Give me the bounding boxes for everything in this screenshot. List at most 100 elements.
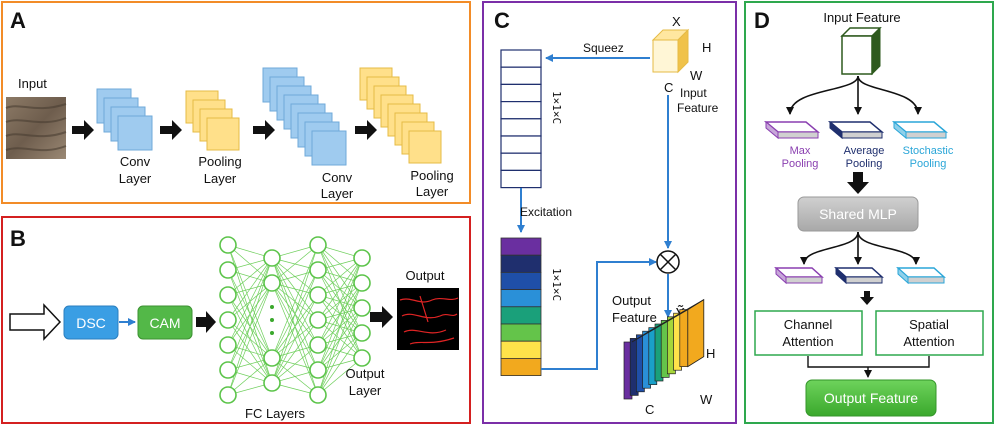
neuron	[309, 286, 327, 304]
excitation-to-multiply-line	[541, 258, 657, 370]
fc-edge	[227, 257, 273, 371]
excitation-cell	[500, 254, 542, 273]
excitation-cell	[500, 357, 542, 376]
dims-label-2: 1×1×C	[550, 268, 563, 301]
conv-layer-1-label-line2: Layer	[119, 171, 152, 186]
squeeze-cell	[500, 169, 542, 189]
shared-mlp-label: Shared MLP	[819, 206, 897, 222]
channel-attention-box: Channel Attention	[754, 310, 863, 356]
cam-label: CAM	[149, 315, 180, 331]
squeeze-cell	[500, 100, 542, 120]
panel-c-letter: C	[494, 8, 510, 33]
squeeze-cell	[500, 152, 542, 171]
average-pooling-slab	[827, 120, 885, 140]
squeeze-vector	[500, 49, 542, 189]
fc-edge	[227, 257, 273, 296]
fc-edge	[317, 357, 363, 396]
out-w-label: W	[700, 392, 713, 407]
excitation-label: Excitation	[520, 205, 572, 219]
branch-arrow-stochastic	[857, 75, 922, 115]
output-feature-label: Output Feature	[824, 390, 918, 406]
c-label: C	[664, 80, 673, 95]
max-pooling-label-line1: Max	[790, 145, 811, 157]
excitation-cell	[500, 237, 542, 256]
output-layer-label-line1: Output	[345, 366, 384, 381]
max-pooling-slab	[763, 120, 821, 140]
fc-edge	[227, 257, 273, 346]
panel-a-letter: A	[10, 8, 26, 33]
pooling-layer-2-label-line1: Pooling	[410, 168, 453, 183]
fc-edge	[271, 269, 319, 384]
stochastic-pooling-label-line2: Pooling	[910, 158, 947, 170]
neuron	[309, 336, 327, 354]
output-feature-box: Output Feature	[805, 379, 937, 417]
stochastic-pooling-slab	[891, 120, 949, 140]
output-cube-top	[631, 299, 705, 343]
squeeze-cell	[500, 135, 542, 154]
fc-edge	[317, 257, 363, 296]
excitation-cell	[500, 289, 542, 308]
fc-edge	[227, 357, 273, 396]
channel-attention-label-line1: Channel	[784, 317, 833, 332]
arrow-a4	[355, 120, 377, 140]
channel-attention-label-line2: Attention	[782, 334, 833, 349]
neuron	[263, 374, 281, 392]
output-layer-label-line2: Layer	[349, 383, 382, 398]
fc-edge	[227, 257, 273, 321]
arrow-b1	[196, 311, 216, 333]
excitation-cell	[500, 306, 542, 325]
fc-network	[219, 236, 371, 404]
conv-layer-2-label-line1: Conv	[322, 170, 353, 185]
output-feature-label-line2: Feature	[612, 310, 657, 325]
panel-d: D Input Feature Max Pooling Average P	[744, 1, 994, 424]
neuron	[263, 349, 281, 367]
squeeze-label: Squeez	[583, 41, 624, 55]
fc-edge	[271, 319, 319, 384]
output-crack-image	[397, 288, 459, 350]
neuron	[353, 349, 371, 367]
neuron	[219, 236, 237, 254]
panel-d-border	[744, 1, 994, 424]
panel-b-border	[1, 216, 471, 424]
input-hollow-arrow	[9, 303, 62, 341]
fc-edge	[271, 244, 319, 284]
w-label: W	[690, 68, 703, 83]
panel-a: A Input Conv Layer Pooling Layer	[1, 1, 471, 204]
panel-d-letter: D	[754, 8, 770, 33]
pooling-stack-2	[359, 67, 442, 164]
attention-merge-line	[807, 356, 930, 368]
input-feature-label-line2: Feature	[677, 101, 719, 115]
neuron	[219, 261, 237, 279]
neuron	[263, 274, 281, 292]
neuron	[353, 249, 371, 267]
input-feature-cube	[651, 28, 690, 74]
pooling-stack-1	[185, 90, 240, 151]
arrow-a3	[253, 120, 275, 140]
out-c-label: C	[645, 402, 654, 417]
conv-stack-1	[96, 88, 153, 151]
panel-c: C X H W C Squeez Input Feature 1×1×C Exc…	[482, 1, 737, 424]
neuron	[263, 249, 281, 267]
output-channel-slice	[679, 309, 689, 367]
multiply-icon	[656, 250, 680, 274]
fc-connections	[227, 244, 363, 396]
arrow-d-down	[847, 172, 869, 194]
dsc-block: DSC	[63, 305, 119, 340]
d-input-cube	[840, 26, 882, 76]
output-feature-cube	[623, 298, 705, 400]
dsc-label: DSC	[76, 315, 106, 331]
squeeze-cell	[500, 118, 542, 137]
input-feature-label-line1: Input	[680, 86, 707, 100]
neuron	[353, 299, 371, 317]
mlp-out-slab-navy	[834, 266, 884, 285]
branch-arrow-max	[786, 75, 859, 115]
average-pooling-label-line2: Pooling	[846, 158, 883, 170]
fc-edge	[317, 282, 363, 396]
arrow-a2	[160, 120, 182, 140]
mlp-branch-right	[857, 231, 920, 265]
squeeze-cell	[500, 66, 542, 85]
output-feature-label-line1: Output	[612, 293, 651, 308]
neuron	[353, 274, 371, 292]
fc-edge	[317, 307, 363, 396]
